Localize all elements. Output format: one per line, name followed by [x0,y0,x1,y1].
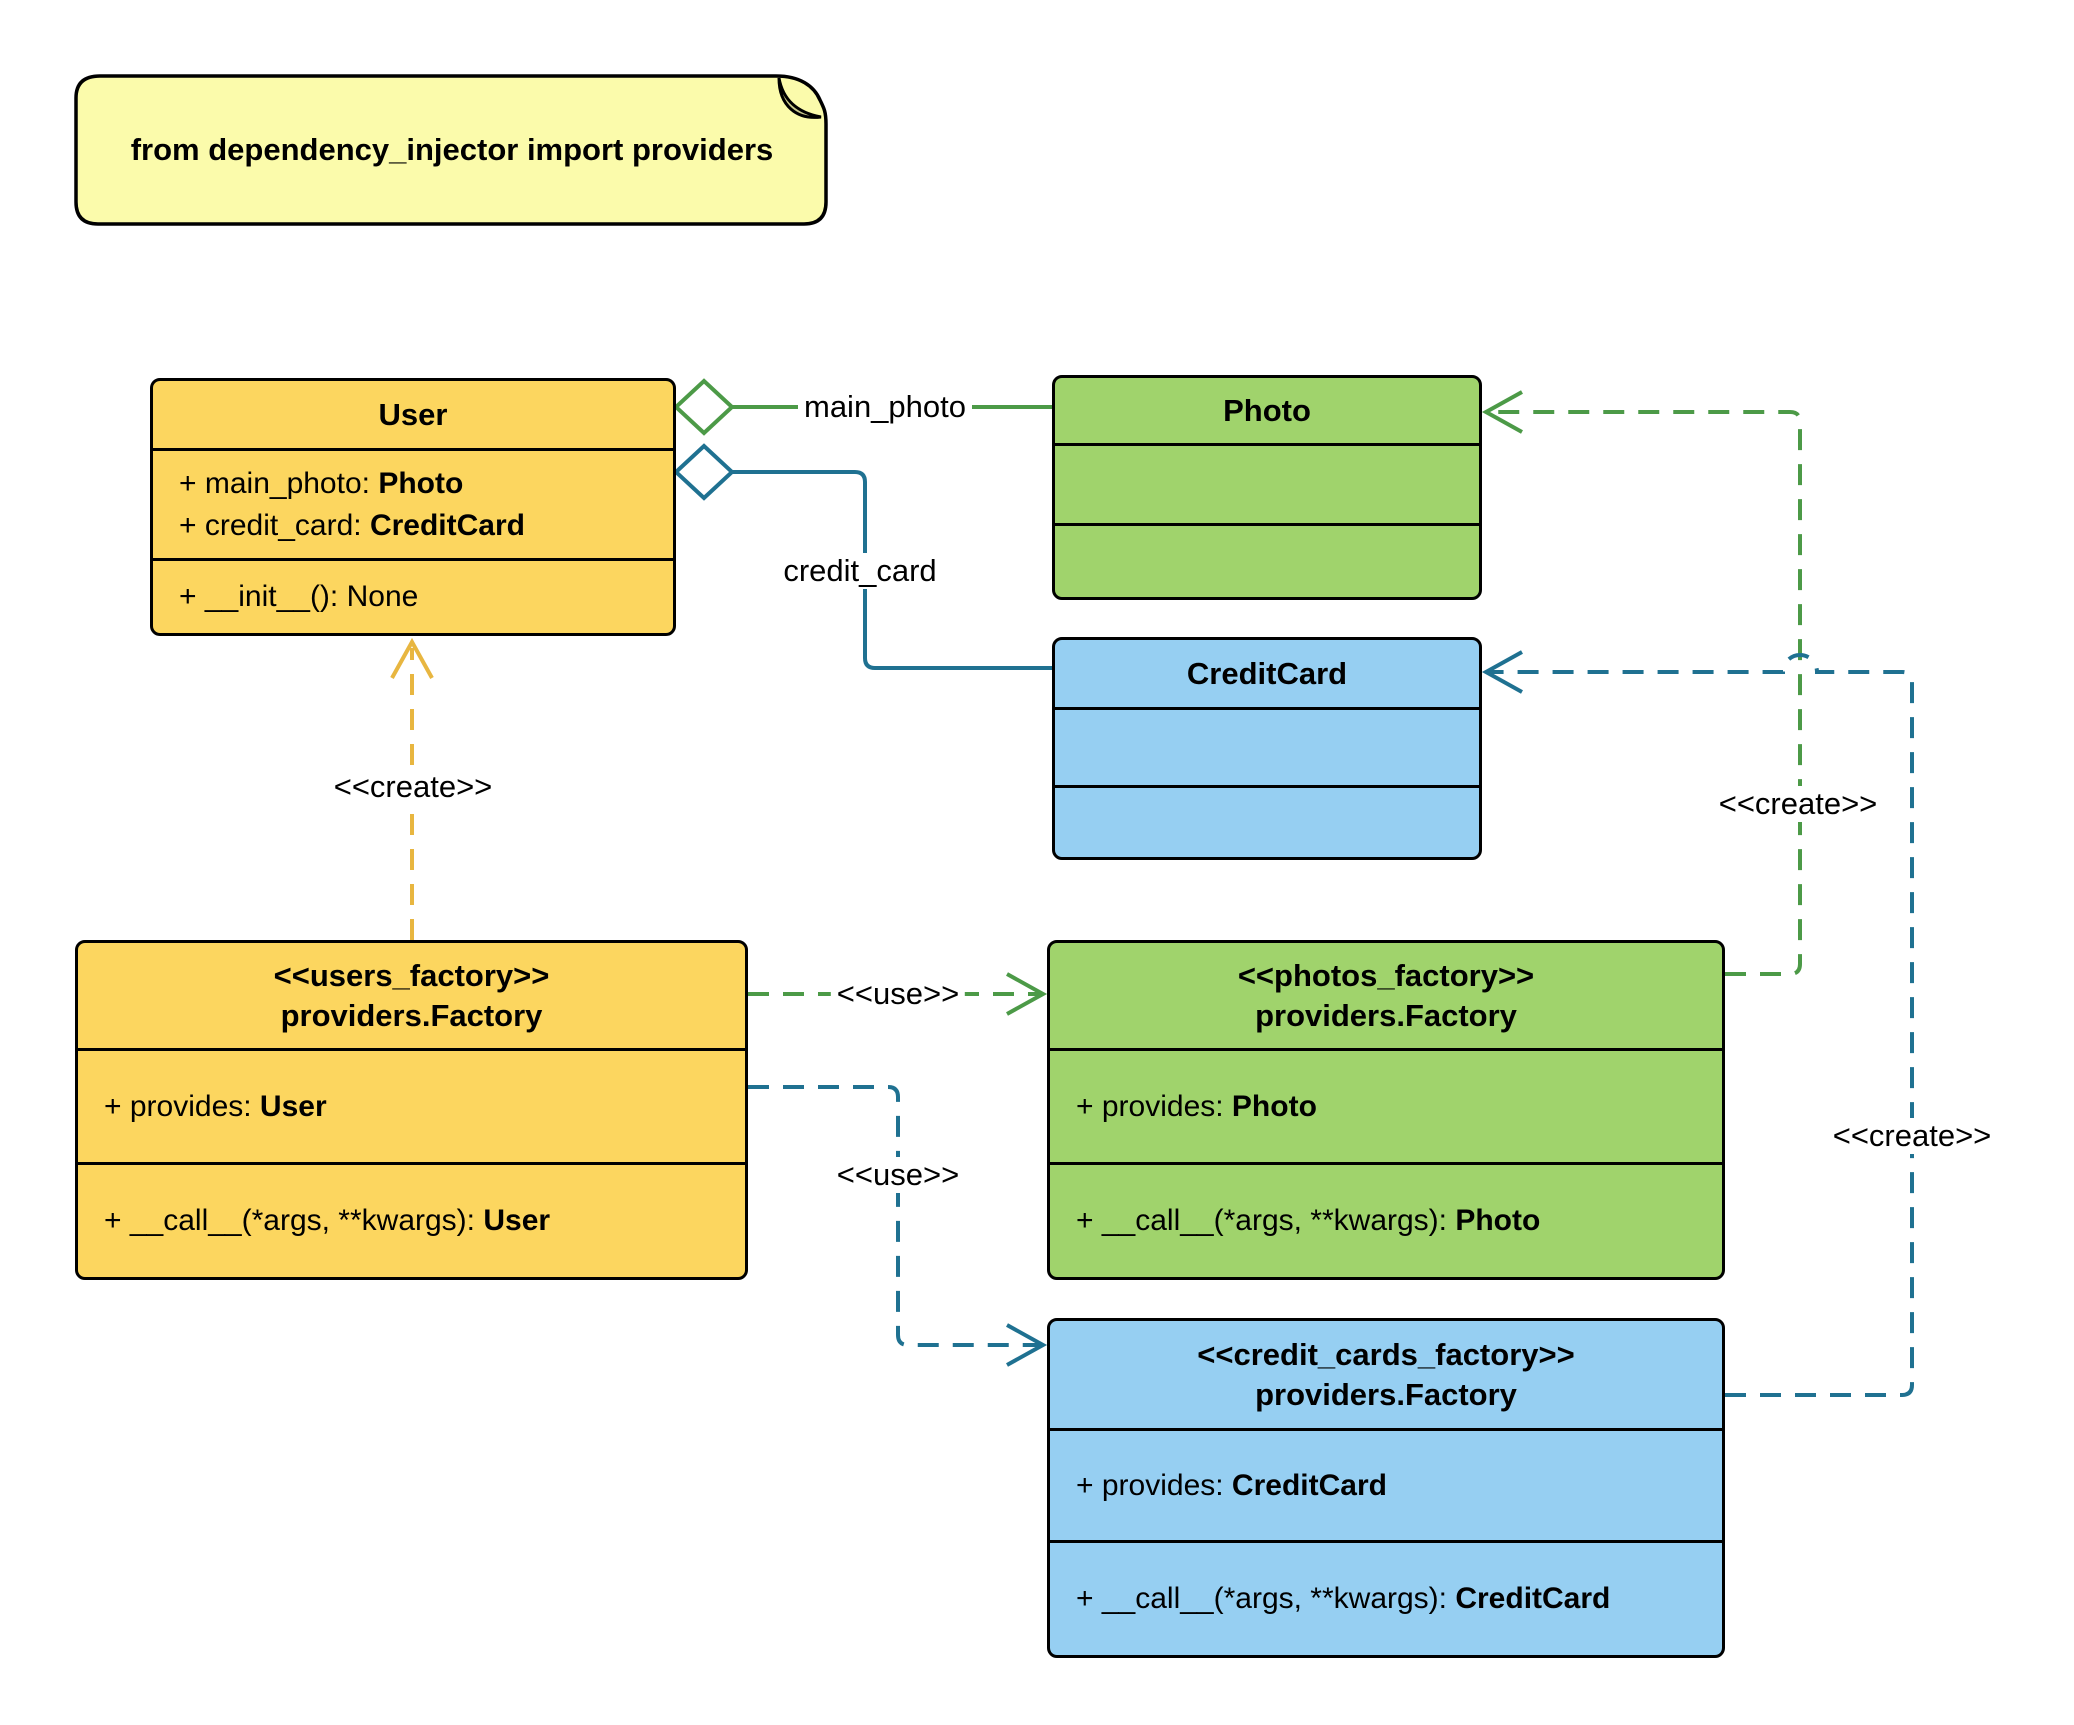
class-photo-title: Photo [1223,392,1311,428]
note-fold-corner [777,77,822,119]
attribute-line: + provides: User [104,1089,327,1123]
attribute-line: + provides: Photo [1076,1089,1317,1123]
class-photo[interactable]: Photo [1052,375,1482,600]
create-credit-card-line [1488,653,1914,1397]
class-user-methods: + __init__(): None [153,558,673,633]
class-photos-factory-methods: + __call__(*args, **kwargs): Photo [1050,1162,1722,1277]
class-credit-cards-factory-title: providers.Factory [1255,1376,1517,1412]
attribute-line: + provides: CreditCard [1076,1468,1387,1502]
method-line: + __call__(*args, **kwargs): Photo [1076,1204,1541,1237]
class-user-title: User [378,396,448,432]
attribute-line: + main_photo: Photo [179,466,464,500]
use-photos-arrowhead [1006,972,1048,1016]
class-credit-cards-factory-attributes: + provides: CreditCard [1050,1428,1722,1540]
edge-label-main-photo: main_photo [797,389,973,425]
edge-label-create-credit-card: <<create>> [1826,1118,1998,1154]
class-user-attributes: + main_photo: Photo + credit_card: Credi… [153,448,673,558]
class-credit-card-title: CreditCard [1186,655,1348,691]
note-shape[interactable] [74,74,828,226]
use-credit-cards-line [748,1085,1040,1347]
class-users-factory-title: providers.Factory [280,997,543,1033]
edge-label-use-photos: <<use>> [830,976,966,1012]
class-users-factory-methods: + __call__(*args, **kwargs): User [78,1162,745,1277]
class-credit-card-methods [1055,785,1479,857]
create-photo-arrowhead [1481,390,1523,434]
class-photo-methods [1055,523,1479,597]
edge-label-use-credit-cards: <<use>> [830,1157,966,1193]
create-photo-line [1488,410,1802,976]
class-photos-factory-stereotype: <<photos_factory>> [1237,957,1535,993]
aggregation-main-photo-diamond [673,378,735,436]
class-credit-card[interactable]: CreditCard [1052,637,1482,860]
class-photo-attributes [1055,443,1479,523]
aggregation-credit-card-diamond [673,443,735,501]
class-credit-card-attributes [1055,707,1479,785]
create-user-arrowhead [390,637,434,679]
create-credit-card-arrowhead [1481,650,1523,694]
class-credit-cards-factory-stereotype: <<credit_cards_factory>> [1197,1336,1575,1372]
method-line: + __call__(*args, **kwargs): User [104,1204,551,1237]
class-photos-factory-attributes: + provides: Photo [1050,1048,1722,1162]
edge-label-credit-card: credit_card [777,553,943,589]
attribute-line: + credit_card: CreditCard [179,508,525,542]
edge-label-create-user: <<create>> [327,769,499,805]
class-users-factory-stereotype: <<users_factory>> [273,957,550,993]
class-photos-factory-title: providers.Factory [1255,997,1517,1033]
note-text: from dependency_injector import provider… [130,132,774,167]
class-credit-cards-factory-methods: + __call__(*args, **kwargs): CreditCard [1050,1540,1722,1655]
method-line: + __init__(): None [179,580,419,613]
class-users-factory-attributes: + provides: User [78,1048,745,1162]
use-credit-cards-arrowhead [1006,1323,1048,1367]
method-line: + __call__(*args, **kwargs): CreditCard [1076,1582,1611,1615]
class-users-factory[interactable]: <<users_factory>> providers.Factory + pr… [75,940,748,1280]
class-credit-cards-factory[interactable]: <<credit_cards_factory>> providers.Facto… [1047,1318,1725,1658]
class-photos-factory[interactable]: <<photos_factory>> providers.Factory + p… [1047,940,1725,1280]
edge-label-create-photo: <<create>> [1712,786,1884,822]
class-user[interactable]: User + main_photo: Photo + credit_card: … [150,378,676,636]
